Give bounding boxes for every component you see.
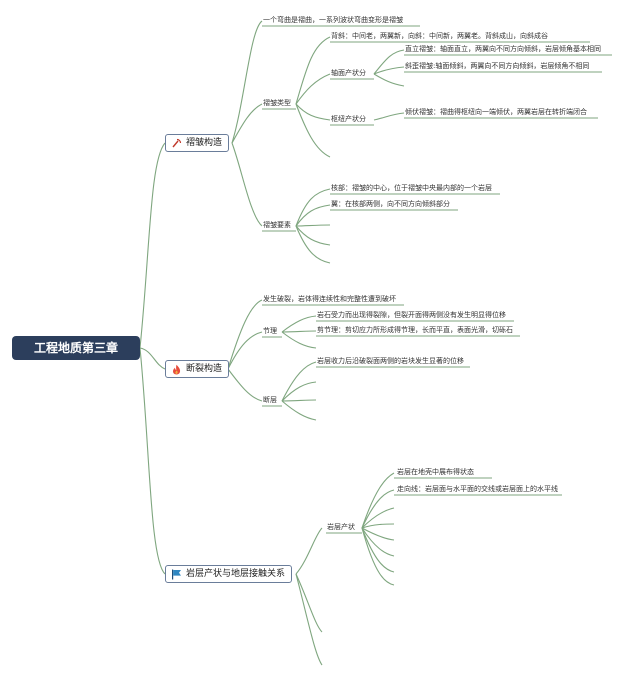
branch-stratum-attitude[interactable]: 岩层产状与地层接触关系 — [165, 565, 293, 583]
fire-icon — [173, 364, 181, 375]
fold-types: 褶皱类型 — [263, 99, 291, 107]
stratum-attitude: 岩层产状 — [327, 523, 355, 531]
joint-definition: 岩石受力而出现得裂隙，但裂开面得两侧没有发生明显得位移 — [317, 311, 506, 319]
fold-core: 核部：褶皱的中心，位于褶皱中央最内部的一个岩层 — [331, 184, 492, 192]
shear-joint: 剪节理：剪切应力所形成得节理，长而平直，表面光滑，切砾石 — [317, 326, 513, 334]
connector-root-branch-1 — [139, 142, 166, 349]
connector-root-branch-2 — [139, 347, 166, 370]
branch-fracture-structure[interactable]: 断裂构造 — [165, 360, 230, 378]
fault-definition: 岩层收力后沿破裂面两侧的岩块发生显著的位移 — [317, 357, 464, 365]
branch-label: 断裂构造 — [186, 364, 223, 374]
axial-plane-classification: 轴面产状分 — [331, 69, 366, 77]
anticline-syncline: 背斜：中间老，两翼新，向斜：中间新，两翼老。背斜成山，向斜成谷 — [331, 32, 548, 40]
inclined-fold: 斜歪褶皱:轴面倾斜，两翼向不同方向倾斜，岩层倾角不相同 — [405, 62, 590, 70]
fracture-definition: 发生破裂，岩体得连续性和完整性遭到破坏 — [263, 295, 396, 303]
branch-label: 岩层产状与地层接触关系 — [186, 569, 286, 579]
root-topic[interactable]: 工程地质第三章 — [12, 336, 140, 360]
fold-definition: 一个弯曲是褶曲，一系列波状弯曲变形是褶皱 — [263, 16, 403, 24]
joint: 节理 — [263, 327, 277, 335]
pick-icon — [172, 138, 182, 148]
hinge-classification: 枢纽产状分 — [331, 115, 366, 123]
fold-limb: 翼：在核部两侧，向不同方向倾斜部分 — [331, 200, 450, 208]
fold-elements: 褶皱要素 — [263, 221, 291, 229]
plunging-fold: 倾伏褶皱：褶曲得枢纽向一端倾伏，两翼岩层在转折端闭合 — [405, 108, 587, 116]
branch-fold-structure[interactable]: 褶皱构造 — [165, 134, 230, 152]
fault: 断层 — [263, 396, 277, 404]
strike-line: 走向线：岩层面与水平面的交线或岩层面上的水平线 — [397, 485, 558, 493]
connector-root-branch-3 — [139, 347, 166, 575]
flag-icon — [172, 569, 181, 580]
attitude-definition: 岩层在地壳中展布得状态 — [397, 468, 474, 476]
branch-label: 褶皱构造 — [186, 138, 223, 148]
upright-fold: 直立褶皱：轴面直立，两翼向不同方向倾斜，岩层倾角基本相同 — [405, 45, 601, 53]
